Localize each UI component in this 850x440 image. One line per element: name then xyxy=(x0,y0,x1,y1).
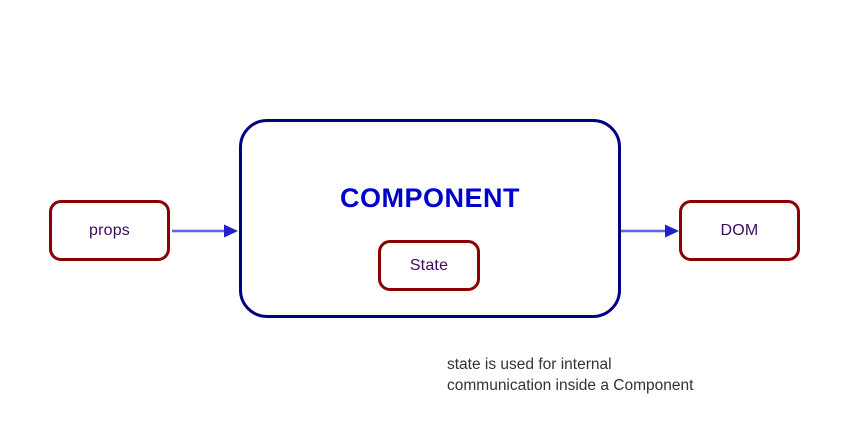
arrow-component-to-dom xyxy=(619,221,681,241)
arrow-props-to-component xyxy=(170,221,240,241)
node-component-label: COMPONENT xyxy=(340,183,520,213)
arrow-props-to-component-icon xyxy=(172,224,238,238)
node-state[interactable]: State xyxy=(378,240,480,291)
node-props[interactable]: props xyxy=(49,200,170,261)
node-dom-label: DOM xyxy=(720,221,759,239)
node-props-label: props xyxy=(88,221,131,239)
node-state-label: State xyxy=(409,256,449,274)
node-dom[interactable]: DOM xyxy=(679,200,800,261)
arrow-component-to-dom-icon xyxy=(621,224,679,238)
diagram-caption: state is used for internal communication… xyxy=(447,356,694,394)
